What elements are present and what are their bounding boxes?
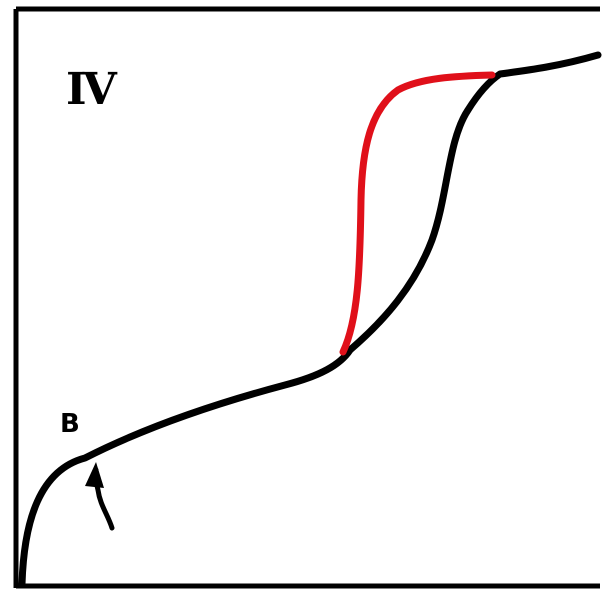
arrowhead-icon: [85, 462, 104, 488]
isotherm-type-label: IV: [66, 64, 118, 115]
desorption-branch-curve: [339, 71, 496, 356]
adsorption-branch-curve: [18, 51, 602, 588]
plot-frame: [13, 6, 600, 589]
point-b-label: B: [60, 409, 80, 439]
